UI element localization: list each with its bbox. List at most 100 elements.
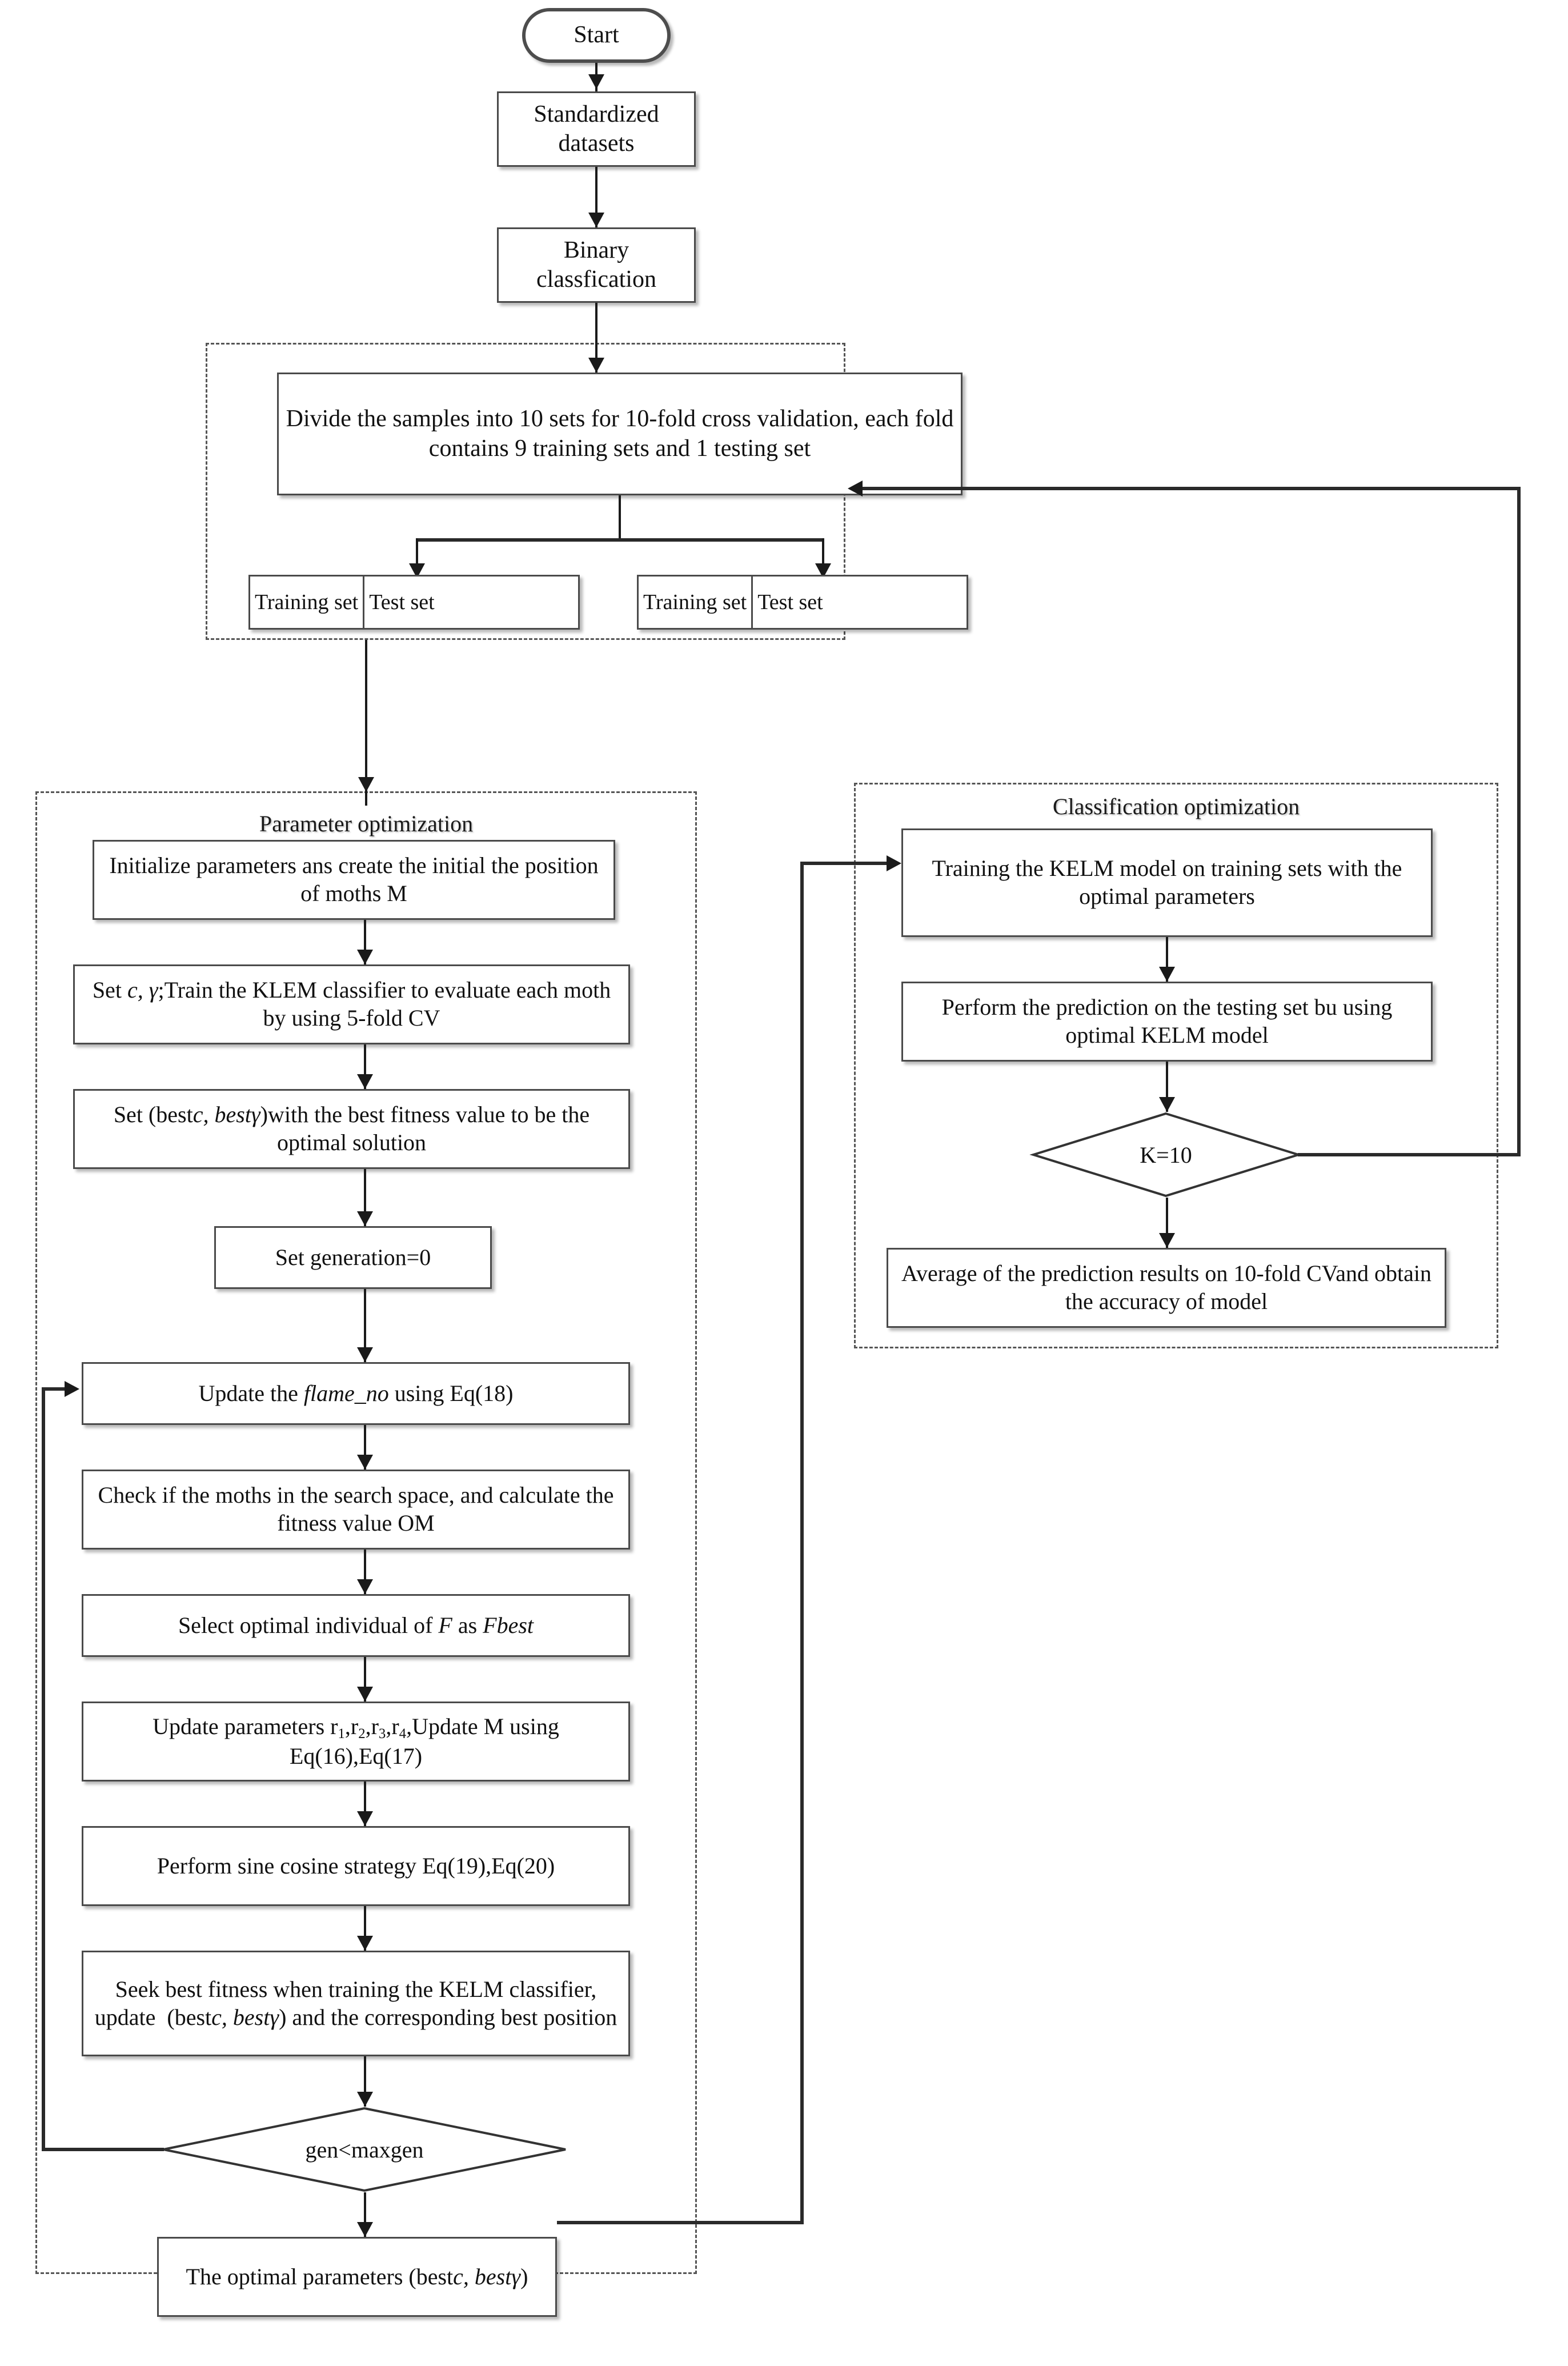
node-seek-best-fitness-label: Seek best fitness when training the KELM… <box>94 1976 617 2030</box>
arrowhead-updater <box>357 1687 373 1702</box>
edge-k10-up <box>1517 487 1521 1155</box>
arrowhead-optimal <box>357 2222 373 2237</box>
group-classification-optimization-title: Classification optimization <box>1052 794 1300 819</box>
node-gen-maxgen[interactable]: gen<maxgen <box>162 2107 567 2192</box>
arrowhead-sine <box>357 1811 373 1826</box>
node-divide-samples-label: Divide the samples into 10 sets for 10-f… <box>286 406 954 462</box>
fold-left-test-set: Test set <box>369 590 435 614</box>
fold-right-test-set: Test set <box>757 590 823 614</box>
node-perform-prediction-label: Perform the prediction on the testing se… <box>941 994 1393 1048</box>
node-set-c-gamma-label: Set c, γ;Train the KLEM classifier to ev… <box>92 977 611 1031</box>
node-optimal-parameters-label: The optimal parameters (bestc, bestγ) <box>186 2263 528 2289</box>
edge-k10-to-average <box>1166 1198 1168 1248</box>
edge-fork-left <box>416 538 418 574</box>
arrowhead-setbest <box>357 1074 373 1089</box>
edge-loop-gen-into-flame <box>42 1387 67 1391</box>
arrowhead-seek <box>357 1936 373 1951</box>
node-standardized-datasets-label: Standardized datasets <box>534 101 659 157</box>
arrowhead-k10 <box>1159 1097 1175 1112</box>
edge-gen-to-optimal <box>364 2192 366 2237</box>
node-select-fbest[interactable]: Select optimal individual of F as Fbest <box>82 1594 630 1657</box>
arrowhead-training-kelm <box>887 855 901 871</box>
edge-binary-to-divide <box>595 303 597 373</box>
node-update-parameters-r-label: Update parameters r1,r2,r3,r4,Update M u… <box>153 1713 559 1769</box>
edge-fork-right <box>822 538 824 574</box>
node-set-c-gamma[interactable]: Set c, γ;Train the KLEM classifier to ev… <box>73 964 630 1044</box>
node-k-equals-10-label: K=10 <box>1140 1142 1192 1168</box>
edge-check-to-select <box>364 1550 366 1594</box>
arrowhead-generation <box>357 1211 373 1226</box>
edge-cv-to-param-opt <box>365 640 367 806</box>
node-set-generation-label: Set generation=0 <box>275 1244 431 1270</box>
edge-optimal-up <box>800 862 804 2224</box>
node-optimal-parameters[interactable]: The optimal parameters (bestc, bestγ) <box>157 2237 557 2317</box>
arrowhead-loop-flame <box>65 1381 79 1397</box>
fold-right-training-set: Training set <box>639 577 753 628</box>
node-update-flame-no-label: Update the flame_no using Eq(18) <box>198 1380 514 1406</box>
group-parameter-optimization-title: Parameter optimization <box>259 811 474 836</box>
node-start-label: Start <box>574 22 619 49</box>
arrowhead-datasets <box>588 74 604 89</box>
arrowhead-flame <box>357 1347 373 1362</box>
edge-generation-to-flame <box>364 1289 366 1362</box>
arrowhead-binary <box>588 213 604 227</box>
node-average-prediction-label: Average of the prediction results on 10-… <box>901 1260 1431 1314</box>
fold-box-left[interactable]: Training set Test set <box>248 575 580 630</box>
edge-setc-to-setbest <box>364 1044 366 1089</box>
edge-loop-gen-left <box>42 2148 164 2151</box>
node-initialize-parameters-label: Initialize parameters ans create the ini… <box>109 852 599 906</box>
arrowhead-param-opt <box>358 777 374 792</box>
edge-seek-to-gen <box>364 2056 366 2107</box>
edge-select-to-updater <box>364 1657 366 1702</box>
node-sine-cosine[interactable]: Perform sine cosine strategy Eq(19),Eq(2… <box>82 1826 630 1906</box>
arrowhead-check <box>357 1455 373 1470</box>
node-initialize-parameters[interactable]: Initialize parameters ans create the ini… <box>93 840 615 920</box>
node-training-kelm[interactable]: Training the KELM model on training sets… <box>901 828 1433 937</box>
node-gen-maxgen-label: gen<maxgen <box>305 2136 424 2163</box>
node-k-equals-10[interactable]: K=10 <box>1029 1112 1302 1198</box>
node-set-best-fitness[interactable]: Set (bestc, bestγ)with the best fitness … <box>73 1089 630 1169</box>
arrowhead-back-to-cv <box>848 481 863 497</box>
node-standardized-datasets[interactable]: Standardized datasets <box>497 91 696 167</box>
arrowhead-setc <box>357 950 373 964</box>
node-start[interactable]: Start <box>522 8 671 63</box>
node-average-prediction[interactable]: Average of the prediction results on 10-… <box>887 1248 1446 1328</box>
edge-divide-to-fork <box>619 495 621 539</box>
node-check-moths[interactable]: Check if the moths in the search space, … <box>82 1470 630 1550</box>
edge-training-to-predict <box>1166 937 1168 982</box>
node-check-moths-label: Check if the moths in the search space, … <box>98 1482 614 1536</box>
edge-flame-to-check <box>364 1425 366 1470</box>
node-set-generation[interactable]: Set generation=0 <box>214 1226 492 1289</box>
arrowhead-divide <box>588 358 604 373</box>
node-divide-samples[interactable]: Divide the samples into 10 sets for 10-f… <box>277 373 963 495</box>
arrowhead-average <box>1159 1233 1175 1248</box>
node-binary-classification[interactable]: Binary classfication <box>497 227 696 303</box>
fold-left-training-set: Training set <box>250 577 365 628</box>
node-select-fbest-label: Select optimal individual of F as Fbest <box>178 1612 534 1638</box>
edge-setbest-to-generation <box>364 1169 366 1226</box>
edge-datasets-to-binary <box>595 167 597 227</box>
edge-updater-to-sine <box>364 1781 366 1826</box>
fold-box-right[interactable]: Training set Test set <box>637 575 968 630</box>
node-perform-prediction[interactable]: Perform the prediction on the testing se… <box>901 982 1433 1062</box>
edge-loop-gen-up <box>42 1387 45 2149</box>
arrowhead-predict <box>1159 967 1175 982</box>
node-update-flame-no[interactable]: Update the flame_no using Eq(18) <box>82 1362 630 1425</box>
edge-optimal-right <box>557 2221 804 2224</box>
node-training-kelm-label: Training the KELM model on training sets… <box>932 855 1402 909</box>
arrowhead-gen <box>357 2092 373 2107</box>
node-update-parameters-r[interactable]: Update parameters r1,r2,r3,r4,Update M u… <box>82 1702 630 1781</box>
node-set-best-fitness-label: Set (bestc, bestγ)with the best fitness … <box>113 1102 590 1155</box>
edge-init-to-setc <box>364 920 366 964</box>
edge-k10-right <box>1298 1153 1521 1156</box>
edge-k10-back-to-cv <box>863 487 1519 490</box>
node-seek-best-fitness[interactable]: Seek best fitness when training the KELM… <box>82 1951 630 2056</box>
group-classification-optimization <box>854 783 1498 1348</box>
node-binary-classification-label: Binary classfication <box>536 237 656 293</box>
edge-fork-bar <box>416 538 824 542</box>
arrowhead-select <box>357 1579 373 1594</box>
edge-sine-to-seek <box>364 1906 366 1951</box>
edge-optimal-into-training <box>800 862 889 865</box>
node-sine-cosine-label: Perform sine cosine strategy Eq(19),Eq(2… <box>157 1852 555 1879</box>
